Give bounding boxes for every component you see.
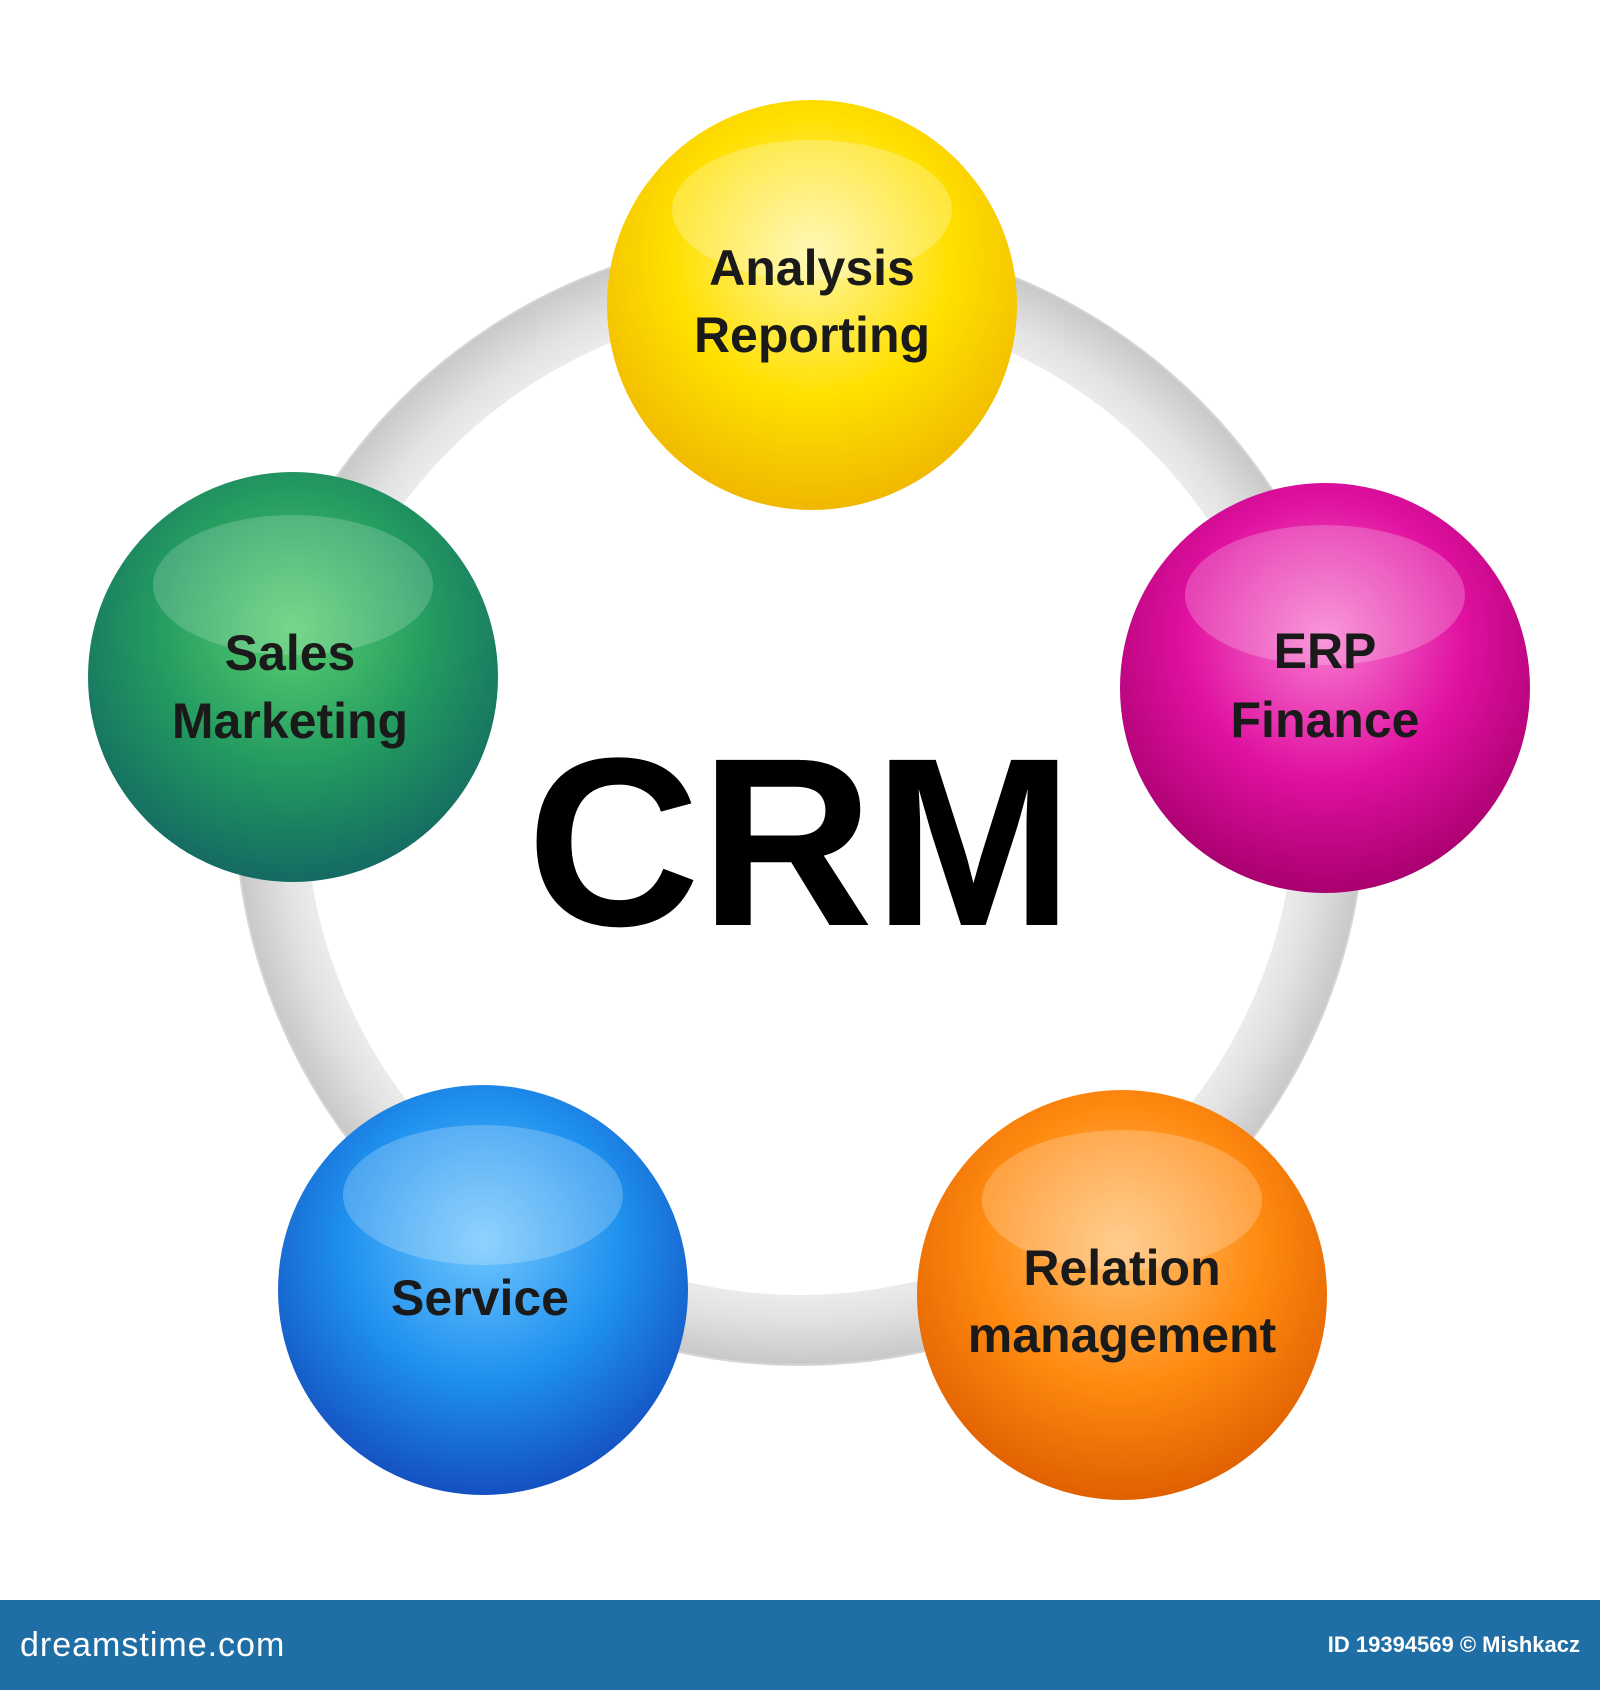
node-analysis-highlight [672, 140, 952, 280]
footer-brand: dreamstime.com [20, 1625, 286, 1664]
node-service-sphere [278, 1085, 688, 1495]
node-relation-highlight [982, 1130, 1262, 1270]
footer-image-id: ID 19394569 © Mishkacz [1327, 1632, 1580, 1657]
node-relation-line-1: Relation [1023, 1240, 1220, 1296]
node-erp-highlight [1185, 525, 1465, 665]
center-label: CRM [527, 708, 1074, 976]
node-analysis-sphere [607, 100, 1017, 510]
node-relation-line-2: management [968, 1307, 1277, 1363]
ring-inner [305, 305, 1295, 1295]
node-erp: ERP Finance [1120, 483, 1530, 893]
node-analysis-line-1: Analysis [709, 240, 915, 296]
node-sales-line-2: Marketing [172, 693, 408, 749]
node-sales-line-1: Sales [225, 625, 356, 681]
node-analysis: Analysis Reporting [607, 100, 1017, 510]
node-service-line-1: Service [391, 1270, 569, 1326]
node-erp-line-2: Finance [1231, 692, 1420, 748]
node-sales-highlight [153, 515, 433, 655]
watermark-footer: dreamstime.com ID 19394569 © Mishkacz [0, 1600, 1600, 1690]
node-service: Service [278, 1085, 688, 1495]
crm-diagram: CRM Analysis Reporting ERP Finance Relat… [88, 100, 1530, 1500]
node-relation: Relation management [917, 1090, 1327, 1500]
node-erp-line-1: ERP [1274, 623, 1377, 679]
node-relation-sphere [917, 1090, 1327, 1500]
node-erp-sphere [1120, 483, 1530, 893]
node-sales: Sales Marketing [88, 472, 498, 882]
node-analysis-line-2: Reporting [694, 307, 930, 363]
node-service-highlight [343, 1125, 623, 1265]
node-sales-sphere [88, 472, 498, 882]
